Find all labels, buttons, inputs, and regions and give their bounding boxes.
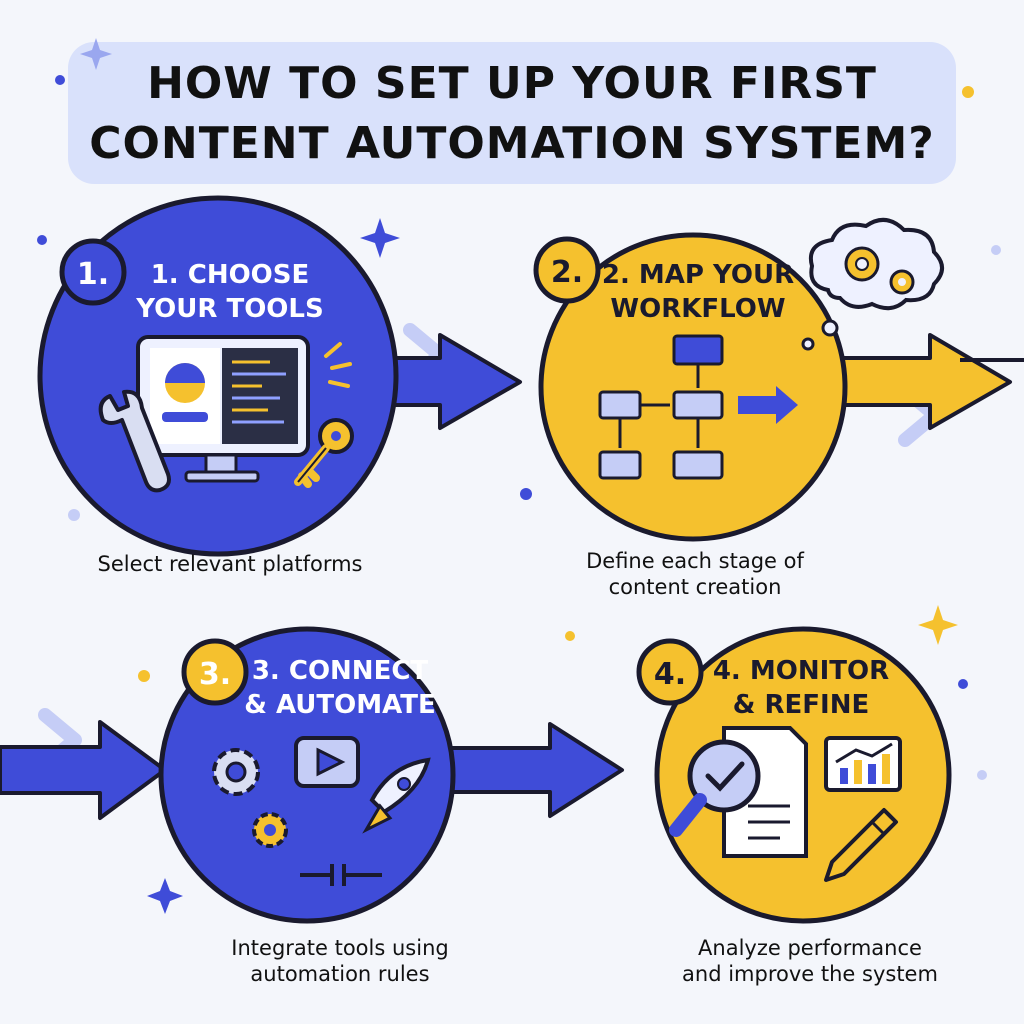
monitor-icon [136,335,310,483]
step-2-caption-line-1: Define each stage of [586,549,804,573]
decorative-sparkles [37,38,1001,914]
arrow-step2-to-edge [818,333,1012,430]
step-3-heading: 3. CONNECT & AUTOMATE [240,654,440,722]
step-2-heading-line-1: 2. MAP YOUR [601,260,795,290]
step-4-caption: Analyze performance and improve the syst… [650,935,970,987]
step-3-badge [181,638,249,706]
page-title-line-2: CONTENT AUTOMATION SYSTEM? [89,118,935,169]
step-3-badge-label: 3. [199,657,231,692]
step-1-badge-label: 1. [77,257,109,292]
step-1-heading-line-1: 1. CHOOSE [150,260,310,290]
step-3: 3. [158,626,456,924]
step-1-caption: Select relevant platforms [60,551,400,577]
step-3-heading-line-1: 3. CONNECT [251,656,429,686]
bar-chart-icon [824,736,902,792]
step-4-caption-line-1: Analyze performance [698,936,922,960]
step-2-heading-line-2: WORKFLOW [610,294,786,324]
small-gear-icon [252,812,288,848]
step-3-caption-line-2: automation rules [250,962,430,986]
step-4-badge-label: 4. [654,657,686,692]
gear-icon [212,748,260,796]
title-band [68,42,956,184]
step-4-heading-line-1: 4. MONITOR [712,656,890,686]
step-1-heading-line-2: YOUR TOOLS [136,294,324,324]
connector-icon [300,864,382,886]
flowchart-icon [598,334,798,480]
document-magnifier-icon [669,726,808,858]
step-4: 4. [636,626,952,924]
step-2-caption-line-2: content creation [608,575,782,599]
step-4-badge [636,638,704,706]
step-2-badge-label: 2. [551,255,583,290]
step-1: 1. [37,195,399,557]
page-title-line-1: HOW TO SET UP YOUR FIRST [147,58,877,109]
step-2-caption: Define each stage of content creation [540,548,850,600]
key-icon [294,418,354,488]
step-4-caption-line-2: and improve the system [682,962,938,986]
step-3-caption: Integrate tools using automation rules [200,935,480,987]
video-play-icon [294,736,360,788]
arrow-edge-to-step3 [0,720,167,820]
step-1-heading: 1. CHOOSE YOUR TOOLS [130,258,330,326]
step-4-heading-line-2: & REFINE [732,690,870,720]
wrench-icon [98,389,171,493]
flow-arrows [0,333,1024,820]
thought-cloud-gears-icon [801,218,944,351]
step-2-badge [533,236,601,304]
step-2-heading: 2. MAP YOUR WORKFLOW [598,258,798,326]
rocket-icon [362,757,431,834]
step-3-caption-line-1: Integrate tools using [231,936,449,960]
step-2: 2. [533,218,944,542]
step-1-caption-line-1: Select relevant platforms [97,552,363,576]
step-1-badge [59,238,127,306]
pencil-icon [824,808,898,882]
spark-marks-icon [324,342,352,388]
step-3-heading-line-2: & AUTOMATE [244,690,436,720]
step-4-heading: 4. MONITOR & REFINE [706,654,896,722]
